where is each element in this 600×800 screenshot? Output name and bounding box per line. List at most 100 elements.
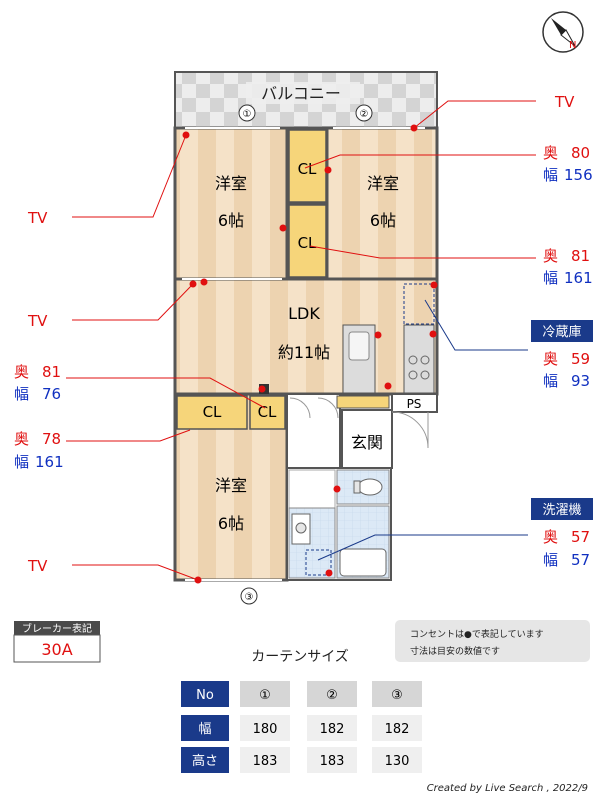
svg-text:奥: 奥 bbox=[543, 144, 558, 162]
balcony-windows bbox=[182, 127, 425, 280]
svg-text:183: 183 bbox=[253, 754, 278, 769]
svg-text:幅: 幅 bbox=[543, 166, 558, 184]
svg-text:78: 78 bbox=[42, 430, 61, 448]
note-box: コンセントは●で表記しています 寸法は目安の数値です bbox=[395, 620, 590, 662]
washer-dims: 洗濯機 奥 57 幅 57 bbox=[531, 498, 593, 569]
closet-dim-1: 奥 80 幅 156 bbox=[543, 144, 593, 184]
room-west-top-size: 6帖 bbox=[218, 211, 244, 230]
window-3: ③ bbox=[240, 587, 258, 605]
svg-text:CL: CL bbox=[298, 160, 317, 178]
svg-text:幅: 幅 bbox=[543, 372, 558, 390]
svg-text:幅: 幅 bbox=[543, 551, 558, 569]
outlet-markers bbox=[182, 124, 438, 584]
closet-dim-4: 奥 78 幅 161 bbox=[14, 430, 64, 471]
hall-small bbox=[288, 469, 336, 509]
balcony: バルコニー bbox=[174, 71, 438, 129]
svg-text:81: 81 bbox=[42, 363, 61, 381]
closet-4: CL bbox=[249, 395, 286, 430]
room-ldk-size: 約11帖 bbox=[278, 343, 330, 362]
svg-text:182: 182 bbox=[385, 722, 410, 737]
compass-icon: N bbox=[542, 11, 584, 53]
curtain-table: No 幅 高さ ① ② ③ 180 182 182 183 183 130 bbox=[181, 681, 422, 773]
washer-space bbox=[305, 549, 332, 576]
svg-text:①: ① bbox=[259, 688, 271, 703]
washer-title: 洗濯機 bbox=[542, 503, 581, 518]
svg-text:PS: PS bbox=[407, 397, 422, 411]
svg-text:183: 183 bbox=[320, 754, 345, 769]
svg-text:高さ: 高さ bbox=[192, 753, 218, 769]
svg-text:81: 81 bbox=[571, 247, 590, 265]
curtain-title: カーテンサイズ bbox=[251, 649, 349, 665]
svg-text:①: ① bbox=[243, 109, 252, 120]
closet-3: CL bbox=[176, 395, 248, 430]
svg-text:奥: 奥 bbox=[543, 350, 558, 368]
note-line-2: 寸法は目安の数値です bbox=[410, 645, 500, 657]
svg-text:CL: CL bbox=[203, 403, 222, 421]
svg-text:161: 161 bbox=[564, 269, 593, 287]
room-ldk-name: LDK bbox=[288, 304, 320, 323]
svg-text:CL: CL bbox=[258, 403, 277, 421]
svg-text:玄関: 玄関 bbox=[351, 433, 383, 452]
entrance-door bbox=[391, 411, 429, 449]
svg-text:No: No bbox=[196, 688, 214, 703]
svg-text:130: 130 bbox=[385, 754, 410, 769]
balcony-label: バルコニー bbox=[261, 84, 341, 103]
tv-label-4: TV bbox=[554, 93, 575, 111]
svg-text:奥: 奥 bbox=[543, 247, 558, 265]
svg-text:幅: 幅 bbox=[14, 385, 29, 403]
breaker-title: ブレーカー表記 bbox=[22, 622, 92, 635]
svg-text:奥: 奥 bbox=[543, 528, 558, 546]
svg-text:59: 59 bbox=[571, 350, 590, 368]
breaker-value: 30A bbox=[41, 640, 72, 659]
window-2: ② bbox=[355, 104, 373, 122]
kitchen-counter bbox=[342, 324, 435, 394]
svg-text:156: 156 bbox=[564, 166, 593, 184]
svg-text:57: 57 bbox=[571, 528, 590, 546]
fridge-space bbox=[403, 283, 435, 325]
toilet-icon bbox=[357, 478, 383, 496]
svg-text:93: 93 bbox=[571, 372, 590, 390]
breaker-panel: ブレーカー表記 30A bbox=[13, 621, 101, 663]
svg-text:幅: 幅 bbox=[198, 722, 211, 737]
tv-label-1: TV bbox=[27, 209, 48, 227]
note-line-1: コンセントは●で表記しています bbox=[410, 628, 544, 640]
room-east-top-name: 洋室 bbox=[367, 174, 399, 193]
tv-label-2: TV bbox=[27, 312, 48, 330]
room-west-top-name: 洋室 bbox=[215, 174, 247, 193]
closet-2: CL bbox=[288, 204, 327, 278]
svg-text:③: ③ bbox=[245, 592, 254, 603]
corridor bbox=[286, 393, 341, 469]
svg-text:CL: CL bbox=[298, 234, 317, 252]
room-west-bottom-name: 洋室 bbox=[215, 476, 247, 495]
closet-dim-3: 奥 81 幅 76 bbox=[14, 363, 61, 403]
svg-text:③: ③ bbox=[391, 688, 403, 703]
svg-text:幅: 幅 bbox=[14, 453, 29, 471]
svg-text:57: 57 bbox=[571, 551, 590, 569]
room-west-bottom-size: 6帖 bbox=[218, 514, 244, 533]
fridge-dims: 冷蔵庫 奥 59 幅 93 bbox=[531, 320, 593, 390]
credit: Created by Live Search , 2022/9 bbox=[427, 783, 588, 794]
svg-text:奥: 奥 bbox=[14, 363, 29, 381]
svg-text:奥: 奥 bbox=[14, 430, 29, 448]
svg-text:182: 182 bbox=[320, 722, 345, 737]
tv-label-3: TV bbox=[27, 557, 48, 575]
svg-text:180: 180 bbox=[253, 722, 278, 737]
svg-text:161: 161 bbox=[35, 453, 64, 471]
svg-text:②: ② bbox=[326, 688, 338, 703]
leader-lines bbox=[66, 100, 536, 581]
bathtub-icon bbox=[339, 548, 387, 577]
entrance: 玄関 bbox=[341, 409, 393, 469]
svg-text:N: N bbox=[569, 40, 576, 51]
fridge-title: 冷蔵庫 bbox=[542, 325, 581, 340]
window-1: ① bbox=[238, 104, 256, 122]
svg-text:幅: 幅 bbox=[543, 269, 558, 287]
room-east-top-size: 6帖 bbox=[370, 211, 396, 230]
svg-text:②: ② bbox=[360, 109, 369, 120]
svg-text:76: 76 bbox=[42, 385, 61, 403]
closet-dim-2: 奥 81 幅 161 bbox=[543, 247, 593, 287]
closet-1: CL bbox=[288, 129, 327, 203]
shoe-closet bbox=[336, 395, 390, 409]
pipe-space: PS bbox=[391, 393, 438, 413]
svg-text:80: 80 bbox=[571, 144, 590, 162]
